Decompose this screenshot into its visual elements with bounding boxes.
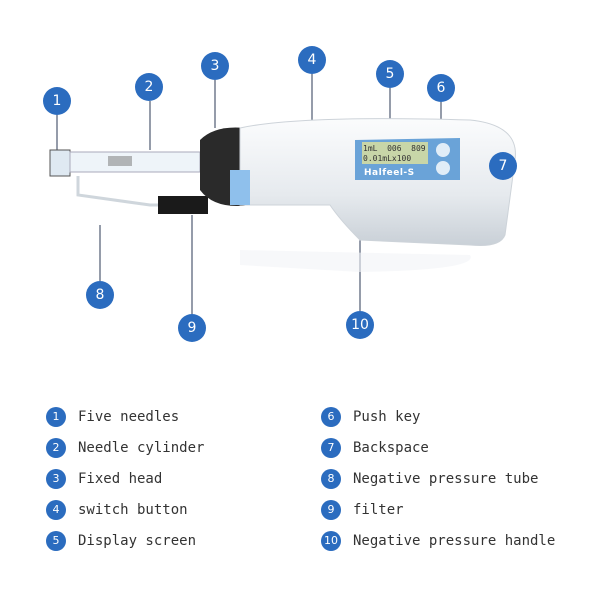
leader-lines [56, 74, 489, 314]
callout-3: 3 [201, 52, 229, 80]
legend-label: Negative pressure tube [353, 470, 539, 487]
legend-number: 6 [321, 407, 341, 428]
legend-number: 7 [321, 438, 341, 459]
legend-item: 5 Display screen [46, 525, 204, 556]
callout-6: 6 [427, 74, 455, 102]
legend-number: 10 [321, 530, 341, 551]
device-illustration [49, 74, 516, 314]
legend-label: Negative pressure handle [353, 532, 556, 549]
callout-2: 2 [135, 73, 163, 101]
filter [158, 196, 208, 214]
legend-number: 2 [46, 438, 66, 459]
callout-1: 1 [43, 87, 71, 115]
legend-label: Fixed head [78, 470, 163, 487]
needle-head [49, 149, 71, 177]
push-key-icon [436, 143, 450, 157]
legend-item: 7 Backspace [321, 433, 555, 464]
callout-9: 9 [178, 314, 206, 342]
legend-item: 8 Negative pressure tube [321, 464, 555, 495]
legend-item: 3 Fixed head [46, 464, 204, 495]
legend-item: 9 filter [321, 494, 555, 525]
device-body [239, 118, 516, 246]
legend-item: 2 Needle cylinder [46, 433, 204, 464]
legend-label: filter [353, 501, 404, 518]
legend-label: Five needles [78, 409, 180, 426]
backspace-key-icon [436, 161, 450, 175]
negative-pressure-tube [76, 176, 160, 207]
legend-number: 1 [46, 407, 66, 428]
legend-number: 5 [46, 530, 66, 551]
legend-number: 9 [321, 499, 341, 520]
callout-7: 7 [489, 152, 517, 180]
legend-label: switch button [78, 501, 188, 518]
brand-logo: Halfeel-S [364, 168, 415, 178]
legend-item: 1 Five needles [46, 402, 204, 433]
legend-number: 3 [46, 468, 66, 489]
lcd-line-1: 1mL 006 809 [363, 144, 426, 153]
legend-label: Push key [353, 409, 421, 426]
legend-number: 4 [46, 499, 66, 520]
lcd-line-2: 0.01mLx100 [363, 154, 412, 163]
callout-5: 5 [376, 60, 404, 88]
legend-item: 10 Negative pressure handle [321, 525, 555, 556]
legend-item: 6 Push key [321, 402, 555, 433]
legend-item: 4 switch button [46, 494, 204, 525]
callout-10: 10 [346, 311, 374, 339]
callout-4: 4 [298, 46, 326, 74]
legend-left: 1 Five needles 2 Needle cylinder 3 Fixed he… [46, 402, 204, 556]
legend-label: Needle cylinder [78, 440, 205, 457]
needle-cylinder [69, 151, 201, 173]
legend-number: 8 [321, 468, 341, 489]
callout-8: 8 [86, 281, 114, 309]
legend-label: Display screen [78, 532, 197, 549]
legend-label: Backspace [353, 440, 429, 457]
